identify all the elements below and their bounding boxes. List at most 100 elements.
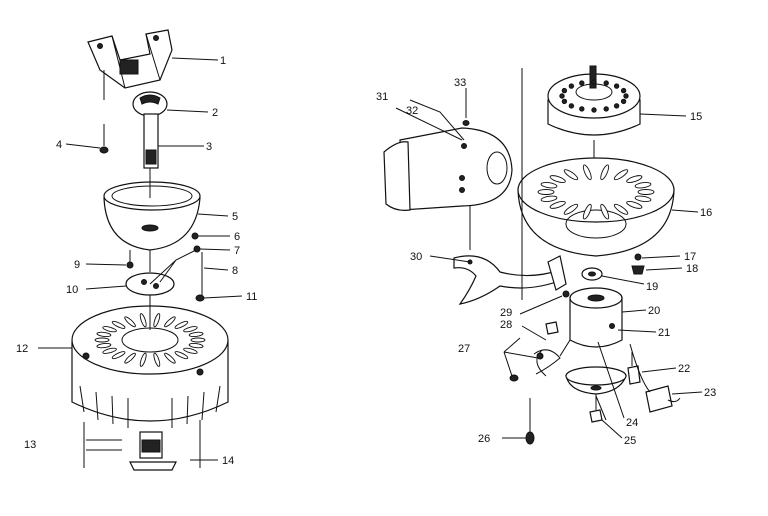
vent-slot (563, 203, 579, 215)
vent-slot (613, 203, 629, 215)
vent-slot (613, 103, 620, 109)
callout-1: 1 (220, 55, 226, 67)
vent-slot (591, 79, 597, 85)
pull-chain (502, 398, 535, 445)
vent-slot (603, 106, 609, 112)
vent-slot (540, 182, 558, 189)
vent-slot (96, 342, 112, 349)
downrod (143, 113, 159, 169)
vent-slot (600, 203, 610, 220)
callout-30: 30 (410, 251, 422, 263)
vent-slot (626, 200, 643, 209)
callout-24: 24 (626, 417, 638, 429)
callout-10: 10 (66, 284, 78, 296)
switch-cap (129, 431, 177, 471)
callout-19: 19 (646, 281, 658, 293)
vent-slot (174, 351, 189, 360)
light-kit-housing (383, 127, 513, 250)
vent-slot (153, 352, 161, 367)
vent-slot (549, 200, 566, 209)
vent-slot (164, 352, 176, 364)
lock-washer (126, 261, 134, 269)
washer (195, 294, 205, 302)
hanger-ball (132, 91, 168, 117)
screw-17 (634, 253, 642, 261)
cap-nut (589, 409, 603, 423)
vent-slot (582, 164, 592, 181)
vent-slot (164, 316, 176, 328)
callout-16: 16 (700, 207, 712, 219)
vent-slot (174, 320, 189, 329)
vent-slot (549, 175, 566, 184)
callout-23: 23 (704, 387, 716, 399)
leader-lines (38, 57, 703, 461)
callout-21: 21 (658, 327, 670, 339)
vent-slot (620, 98, 627, 105)
callout-labels: 1 2 3 4 5 6 7 8 9 10 11 12 13 14 15 16 1… (16, 55, 716, 467)
vent-slot (626, 175, 643, 184)
vent-slot (579, 80, 585, 86)
motor-top (547, 65, 641, 250)
callout-18: 18 (686, 263, 698, 275)
callout-13: 13 (24, 439, 36, 451)
nut-18 (631, 265, 645, 275)
vent-slot (561, 87, 568, 94)
vent-slot (613, 169, 629, 181)
callout-17: 17 (684, 251, 696, 263)
vent-slot (188, 331, 204, 338)
callout-6: 6 (234, 231, 240, 243)
vent-slot (620, 87, 627, 94)
callout-29: 29 (500, 307, 512, 319)
vent-slot (568, 83, 575, 89)
vent-slot (188, 342, 204, 349)
vent-slot (568, 103, 575, 109)
vent-slot (634, 182, 652, 189)
switch-body (569, 287, 623, 348)
vent-slot (111, 320, 126, 329)
vent-slot (183, 347, 198, 354)
callout-27: 27 (458, 343, 470, 355)
screw-small (191, 232, 199, 240)
vent-slot (190, 337, 206, 343)
vent-slot (102, 326, 117, 333)
vent-slot (600, 164, 610, 181)
vent-slot (623, 93, 629, 99)
callout-14: 14 (222, 455, 234, 467)
mounting-bracket (87, 29, 173, 100)
vent-slot (139, 352, 147, 367)
vent-slot (637, 189, 655, 195)
callout-3: 3 (206, 141, 212, 153)
vent-slot (96, 331, 112, 338)
callout-12: 12 (16, 343, 28, 355)
vent-slot (582, 203, 592, 220)
vent-slot (561, 98, 568, 105)
vent-slot (563, 169, 579, 181)
callout-2: 2 (212, 107, 218, 119)
vent-slot (540, 195, 558, 202)
bracket-arm (453, 255, 567, 305)
callout-28: 28 (500, 319, 512, 331)
motor-housing (71, 305, 229, 428)
callout-11: 11 (246, 291, 257, 303)
callout-31: 31 (376, 91, 388, 103)
wire-connector (627, 352, 641, 385)
callout-33: 33 (454, 77, 466, 89)
washer-hole (588, 271, 596, 277)
vent-slot (94, 337, 110, 343)
callout-4: 4 (56, 139, 62, 151)
vent-slot (183, 326, 198, 333)
callout-20: 20 (648, 305, 660, 317)
callout-32: 32 (406, 105, 418, 117)
callout-22: 22 (678, 363, 690, 375)
vent-slot (124, 316, 136, 328)
switch-housing-bowl (517, 157, 675, 257)
vent-slot (537, 189, 555, 195)
vent-slot (579, 106, 585, 112)
vent-slot (139, 313, 147, 328)
callout-9: 9 (74, 259, 80, 271)
bottom-plate (565, 366, 627, 395)
vent-slot (613, 83, 620, 89)
callout-7: 7 (234, 245, 240, 257)
vent-slot (559, 93, 565, 99)
